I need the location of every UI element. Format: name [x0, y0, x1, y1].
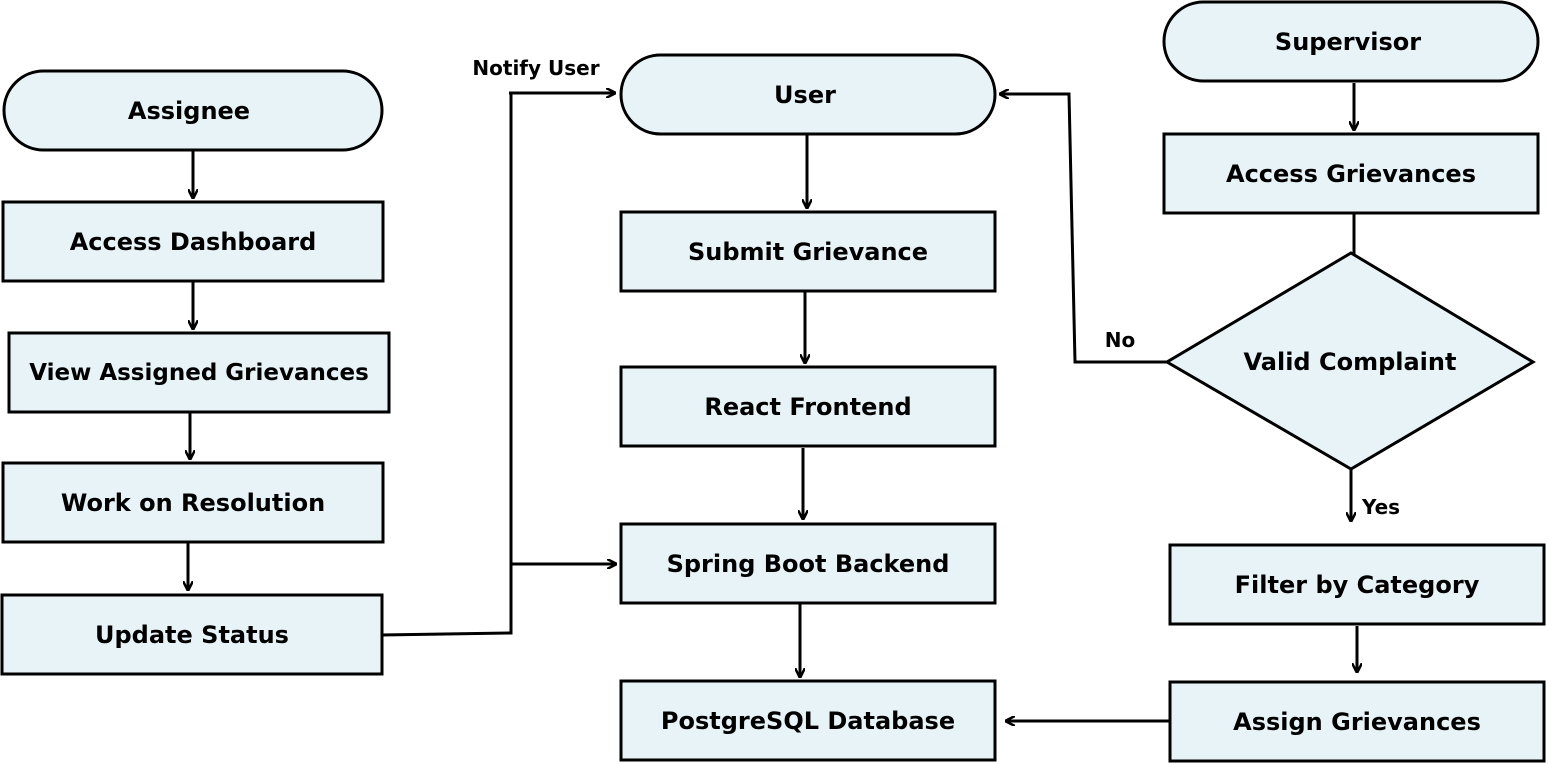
node-postgresql-database-label: PostgreSQL Database	[661, 707, 955, 735]
edge-valid-complaint-no-to-user	[1000, 94, 1167, 364]
edge-update-status-trunk	[379, 93, 513, 637]
node-user: User	[619, 53, 997, 136]
node-filter-by-category-label: Filter by Category	[1235, 571, 1480, 599]
node-assign-grievances: Assign Grievances	[1168, 680, 1546, 763]
node-view-assigned-grievances: View Assigned Grievances	[7, 331, 391, 414]
node-view-assigned-grievances-label: View Assigned Grievances	[29, 360, 369, 386]
node-update-status: Update Status	[0, 593, 384, 676]
node-assign-grievances-label: Assign Grievances	[1233, 708, 1481, 736]
node-supervisor: Supervisor	[1162, 0, 1540, 83]
node-work-on-resolution: Work on Resolution	[1, 461, 385, 544]
node-access-dashboard-label: Access Dashboard	[70, 228, 317, 256]
node-valid-complaint: Valid Complaint	[1164, 251, 1536, 471]
node-valid-complaint-label: Valid Complaint	[1244, 348, 1457, 376]
node-user-label: User	[774, 81, 836, 109]
edge-label-notify-user: Notify User	[472, 56, 599, 80]
node-work-on-resolution-label: Work on Resolution	[61, 489, 325, 517]
node-filter-by-category: Filter by Category	[1168, 543, 1546, 626]
node-access-dashboard: Access Dashboard	[1, 200, 385, 283]
node-react-frontend-label: React Frontend	[704, 393, 911, 421]
edge-label-no: No	[1105, 328, 1135, 352]
node-spring-boot-backend: Spring Boot Backend	[619, 522, 997, 605]
node-spring-boot-backend-label: Spring Boot Backend	[667, 550, 950, 578]
node-supervisor-label: Supervisor	[1275, 28, 1421, 56]
node-access-grievances-label: Access Grievances	[1226, 160, 1476, 188]
node-submit-grievance: Submit Grievance	[619, 210, 997, 293]
node-submit-grievance-label: Submit Grievance	[688, 238, 928, 266]
node-update-status-label: Update Status	[95, 621, 289, 649]
node-access-grievances: Access Grievances	[1162, 132, 1540, 215]
node-postgresql-database: PostgreSQL Database	[619, 679, 997, 762]
node-react-frontend: React Frontend	[619, 365, 997, 448]
edge-label-yes: Yes	[1361, 495, 1400, 519]
node-assignee-label: Assignee	[128, 97, 250, 125]
node-assignee: Assignee	[2, 69, 384, 152]
